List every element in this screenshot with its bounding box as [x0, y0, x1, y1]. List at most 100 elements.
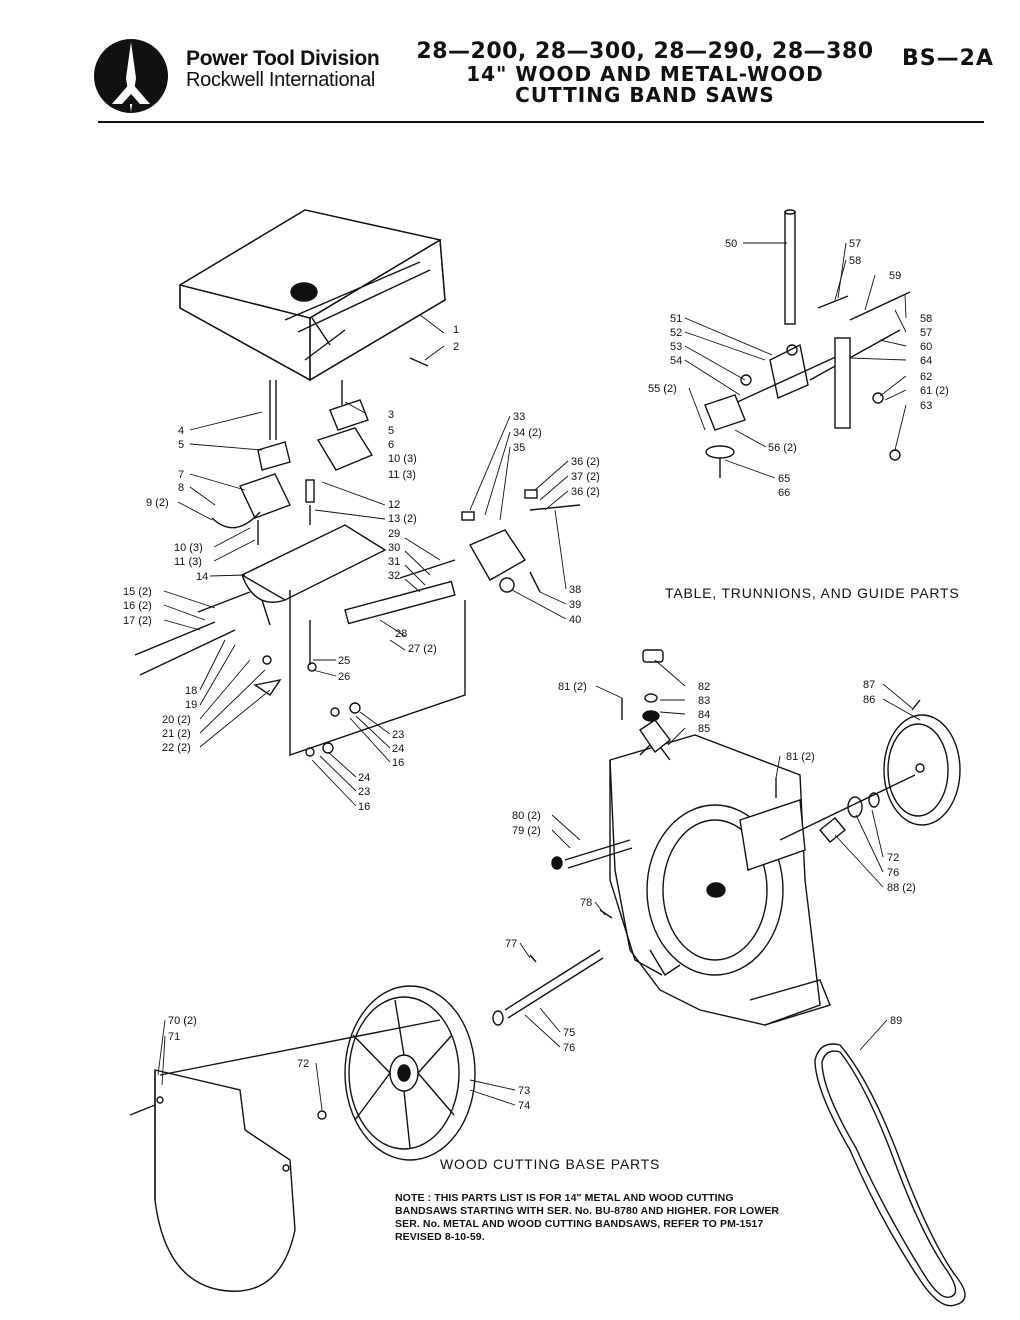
- callout-65: 65: [778, 473, 790, 485]
- callout-63: 63: [920, 400, 932, 412]
- callout-25: 25: [338, 655, 350, 667]
- callout-32: 32: [388, 570, 400, 582]
- callout-labels: 1 2 3 4 5 5 6 10 (3) 11 (3) 7 8 9 (2) 12…: [123, 238, 949, 1112]
- callout-88: 88 (2): [887, 882, 916, 894]
- callout-14: 14: [196, 571, 208, 583]
- callout-12: 12: [388, 499, 400, 511]
- callout-30: 30: [388, 542, 400, 554]
- callout-5b: 5: [388, 425, 394, 437]
- callout-79: 79 (2): [512, 825, 541, 837]
- callout-16: 16 (2): [123, 600, 152, 612]
- wheel-shafts: [492, 839, 633, 1026]
- callout-11a: 11 (3): [174, 556, 202, 568]
- callout-26: 26: [338, 671, 350, 683]
- saw-table: [178, 209, 446, 382]
- callout-82: 82: [698, 681, 710, 693]
- section-title-table-parts: TABLE, TRUNNIONS, AND GUIDE PARTS: [665, 585, 960, 601]
- callout-36a: 36 (2): [571, 456, 600, 468]
- upper-wheel: [779, 699, 961, 843]
- callout-81b: 81 (2): [786, 751, 815, 763]
- callout-51: 51: [670, 313, 682, 325]
- callout-39: 39: [569, 599, 581, 611]
- callout-13: 13 (2): [388, 513, 417, 525]
- callout-70: 70 (2): [168, 1015, 197, 1027]
- callout-60: 60: [920, 341, 932, 353]
- callout-50: 50: [725, 238, 737, 250]
- callout-4: 4: [178, 425, 184, 437]
- title-line-3: CUTTING BAND SAWS: [515, 83, 775, 108]
- callout-56: 56 (2): [768, 442, 797, 454]
- document-title: 28—200, 28—300, 28—290, 28—380 14" WOOD …: [410, 40, 880, 107]
- lower-wheel: [344, 985, 476, 1161]
- callout-84: 84: [698, 709, 710, 721]
- callout-83: 83: [698, 695, 710, 707]
- base-frame: [609, 649, 831, 1026]
- callout-23a: 23: [392, 729, 404, 741]
- callout-58a: 58: [849, 255, 861, 267]
- callout-72b: 72: [297, 1058, 309, 1070]
- header-rule: [98, 121, 984, 123]
- callout-6: 6: [388, 439, 394, 451]
- callout-75: 75: [563, 1027, 575, 1039]
- callout-76a: 76: [887, 867, 899, 879]
- callout-36b: 36 (2): [571, 486, 600, 498]
- company-name: Power Tool Division Rockwell Internation…: [186, 47, 380, 92]
- callout-1: 1: [453, 324, 459, 336]
- callout-77: 77: [505, 938, 517, 950]
- callout-29: 29: [388, 528, 400, 540]
- callout-20: 20 (2): [162, 714, 191, 726]
- company-line-2: Rockwell International: [186, 69, 376, 92]
- lower-guard: [129, 1019, 441, 1292]
- callout-16a: 16: [392, 757, 404, 769]
- callout-55: 55 (2): [648, 383, 677, 395]
- exploded-parts-diagram: 1 2 3 4 5 5 6 10 (3) 11 (3) 7 8 9 (2) 12…: [123, 209, 966, 1307]
- callout-72a: 72: [887, 852, 899, 864]
- company-line-1: Power Tool Division: [186, 47, 380, 70]
- callout-34: 34 (2): [513, 427, 542, 439]
- callout-28: 28: [395, 628, 407, 640]
- callout-78: 78: [580, 897, 592, 909]
- callout-7: 7: [178, 469, 184, 481]
- title-line-2: 14" WOOD AND METAL-WOOD: [466, 61, 824, 86]
- callout-71: 71: [168, 1031, 180, 1043]
- callout-64: 64: [920, 355, 932, 367]
- document-number: BS—2A: [902, 46, 994, 71]
- callout-23b: 23: [358, 786, 370, 798]
- callout-17: 17 (2): [123, 615, 152, 627]
- callout-54: 54: [670, 355, 682, 367]
- callout-76b: 76: [563, 1042, 575, 1054]
- callout-85: 85: [698, 723, 710, 735]
- callout-80: 80 (2): [512, 810, 541, 822]
- callout-86: 86: [863, 694, 875, 706]
- parts-list-note: NOTE : THIS PARTS LIST IS FOR 14" METAL …: [395, 1192, 780, 1244]
- upper-guide-assembly: [461, 489, 581, 593]
- callout-52: 52: [670, 327, 682, 339]
- callout-89: 89: [890, 1015, 902, 1027]
- callout-31: 31: [388, 556, 400, 568]
- callout-24b: 24: [358, 772, 370, 784]
- callout-58b: 58: [920, 313, 932, 325]
- callout-19: 19: [185, 699, 197, 711]
- callout-62: 62: [920, 371, 932, 383]
- callout-15: 15 (2): [123, 586, 152, 598]
- callout-38: 38: [569, 584, 581, 596]
- callout-5a: 5: [178, 439, 184, 451]
- callout-9: 9 (2): [146, 497, 169, 509]
- callout-3: 3: [388, 409, 394, 421]
- callout-24a: 24: [392, 743, 404, 755]
- drive-belt: [814, 1043, 966, 1307]
- rockwell-logo-icon: [94, 39, 168, 113]
- callout-37: 37 (2): [571, 471, 600, 483]
- callout-2: 2: [453, 341, 459, 353]
- callout-40: 40: [569, 614, 581, 626]
- callout-59: 59: [889, 270, 901, 282]
- callout-22: 22 (2): [162, 742, 191, 754]
- callout-33: 33: [513, 411, 525, 423]
- callout-73: 73: [518, 1085, 530, 1097]
- callout-66: 66: [778, 487, 790, 499]
- callout-10a: 10 (3): [174, 542, 203, 554]
- page-header: Power Tool Division Rockwell Internation…: [0, 0, 1020, 130]
- callout-27: 27 (2): [408, 643, 437, 655]
- callout-35: 35: [513, 442, 525, 454]
- callout-57a: 57: [849, 238, 861, 250]
